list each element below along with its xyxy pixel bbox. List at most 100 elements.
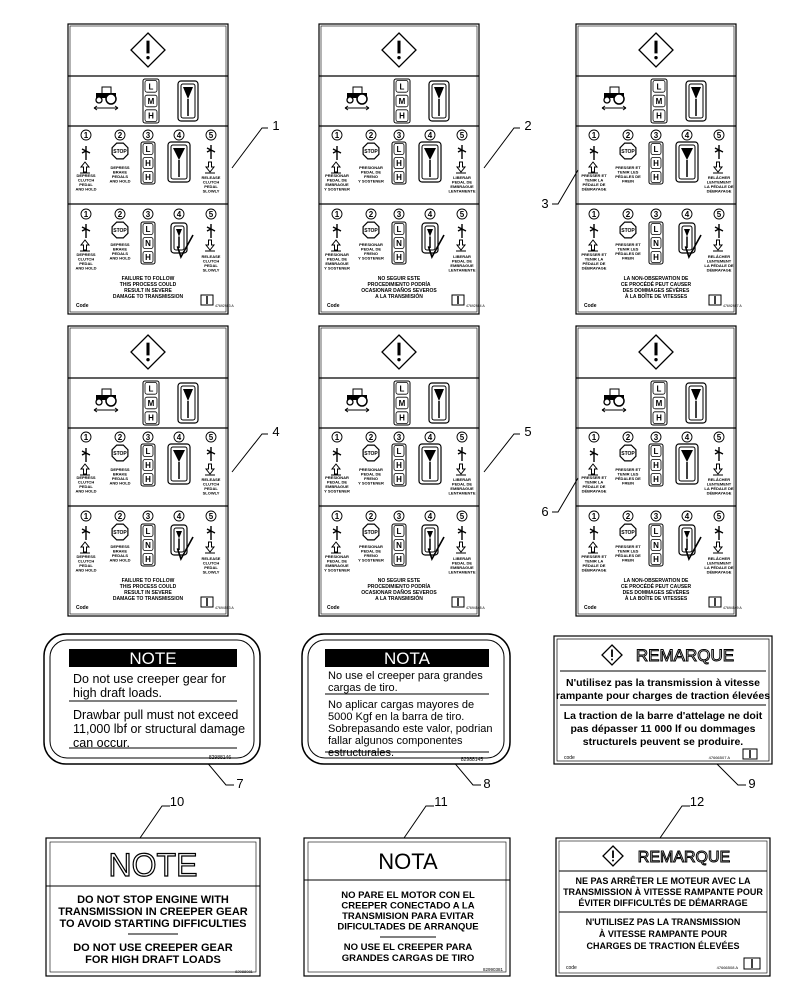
- label-line: EMBRAGUE: [450, 184, 474, 189]
- warning-footer-text: THIS PROCESS COULD: [120, 584, 177, 590]
- callout-leader: [659, 805, 690, 839]
- part-number: 47666508 A: [717, 965, 739, 970]
- decal-text: Drawbar pull must not exceed: [73, 708, 238, 722]
- step-number-circle: [142, 431, 154, 443]
- arrow-up-icon: [330, 161, 342, 173]
- step-number: 1: [335, 512, 340, 521]
- step-number-circle: [650, 431, 662, 443]
- label-line: TENIR LES: [618, 247, 639, 252]
- gear-slot-icon: [393, 459, 405, 471]
- step-number: 4: [428, 210, 433, 219]
- direction-arrow-icon: [601, 407, 627, 413]
- callout-leader: [483, 433, 520, 473]
- gear-letter: H: [145, 461, 151, 470]
- gear-letter: H: [656, 112, 662, 121]
- warning-footer-text: FAILURE TO FOLLOW: [122, 276, 175, 282]
- label-line: PÉDALE DE: [583, 182, 606, 187]
- pedal-icon: [457, 145, 467, 159]
- shift-lever-icon: [428, 382, 450, 424]
- gear-slot-icon: [652, 109, 666, 122]
- label-line: PEDAL DE: [327, 257, 347, 262]
- stop-sign-icon: [362, 523, 380, 541]
- label-line: LIBERAR: [453, 254, 471, 259]
- gear-letter: L: [654, 225, 659, 234]
- warning-icon: [130, 32, 166, 68]
- label-line: LIBERAR: [453, 556, 471, 561]
- step-number: 3: [397, 210, 402, 219]
- shift-lever-icon: [170, 524, 188, 556]
- label-line: LA PÉDALE DE: [704, 263, 734, 268]
- step-number-circle: [713, 129, 725, 141]
- warning-footer-text: À LA BOÎTE DE VITESSES: [625, 292, 688, 300]
- tractor-icon: [601, 86, 627, 111]
- gear-letter: H: [148, 112, 154, 121]
- stop-sign-icon: [111, 142, 129, 160]
- shift-lever-icon: [678, 222, 696, 254]
- label-line: CLUTCH: [203, 180, 220, 185]
- gear-letter: M: [399, 97, 406, 106]
- decal-text: NO USE EL CREEPER PARA: [344, 942, 473, 953]
- step-number: 2: [626, 210, 631, 219]
- label-line: PÉDALES DE: [615, 476, 641, 481]
- part-number: 47692987 A: [723, 304, 742, 308]
- gear-slot-icon: [142, 553, 154, 565]
- label-line: Y SOSTENER: [358, 481, 384, 486]
- step-number: 5: [460, 210, 465, 219]
- label-line: BRAKE: [113, 549, 128, 554]
- decal-text: CHARGES DE TRACTION ÉLEVÉES: [586, 941, 739, 951]
- gear-slot-icon: [650, 237, 662, 249]
- label-line: PEDALS: [112, 174, 129, 179]
- label-line: DÉBRAYAGE: [707, 189, 732, 194]
- label-line: BRAKE: [113, 170, 128, 175]
- label-line: PEDAL DE: [452, 259, 472, 264]
- label-line: PEDALS: [112, 476, 129, 481]
- step-number-circle: [365, 129, 377, 141]
- gear-slot-icon: [393, 445, 405, 457]
- gear-letter: H: [399, 414, 405, 423]
- arrow-up-icon: [79, 239, 91, 251]
- part-number: 47666507 A: [709, 755, 731, 760]
- label-line: EMBRAGUE: [450, 565, 474, 570]
- step-number: 2: [118, 131, 123, 140]
- gear-slot-icon: [142, 237, 154, 249]
- gear-letter: L: [654, 145, 659, 154]
- step-number-circle: [424, 129, 436, 141]
- decal-text: estructurales.: [328, 747, 394, 759]
- step-number-circle: [424, 510, 436, 522]
- arrow-up-icon: [79, 541, 91, 553]
- label-line: FREIN: [622, 179, 634, 184]
- decal-text: Sobrepasando este valor, podrian: [328, 723, 493, 735]
- label-line: PRESSER ET: [615, 467, 641, 472]
- label-line: PÉDALES DE: [615, 174, 641, 179]
- warning-footer-text: CE PROCÉDÉ PEUT CAUSER: [621, 280, 692, 288]
- step-number-circle: [80, 431, 92, 443]
- part-number: 47694549 A: [723, 606, 742, 610]
- warning-footer-text: OCASIONAR DAÑOS SEVEROS: [361, 589, 437, 596]
- step-number-circle: [80, 510, 92, 522]
- callout-number: 11: [434, 794, 448, 809]
- stop-text: STOP: [364, 228, 378, 234]
- step-number: 4: [428, 131, 433, 140]
- step-number: 2: [369, 433, 374, 442]
- label-line: AND HOLD: [109, 179, 130, 184]
- step-number: 5: [460, 512, 465, 521]
- step-number-circle: [393, 129, 405, 141]
- step-number-circle: [681, 510, 693, 522]
- label-line: AND HOLD: [109, 256, 130, 261]
- label-line: EMBRAGUE: [325, 182, 349, 187]
- arrow-up-icon: [330, 541, 342, 553]
- pedal-icon: [332, 526, 342, 540]
- callout-leader: [231, 433, 268, 473]
- warning-footer-text: CE PROCÉDÉ PEUT CAUSER: [621, 582, 692, 590]
- tractor-icon: [93, 388, 119, 413]
- label-line: CLUTCH: [78, 257, 95, 262]
- shift-lever-icon: [421, 222, 439, 254]
- step-number: 1: [84, 210, 89, 219]
- step-number-circle: [365, 510, 377, 522]
- pedal-icon: [81, 146, 91, 160]
- label-line: DEPRESS: [110, 165, 129, 170]
- step-number-circle: [80, 129, 92, 141]
- decal-text: high draft loads.: [73, 686, 162, 700]
- gear-slot-icon: [144, 94, 158, 108]
